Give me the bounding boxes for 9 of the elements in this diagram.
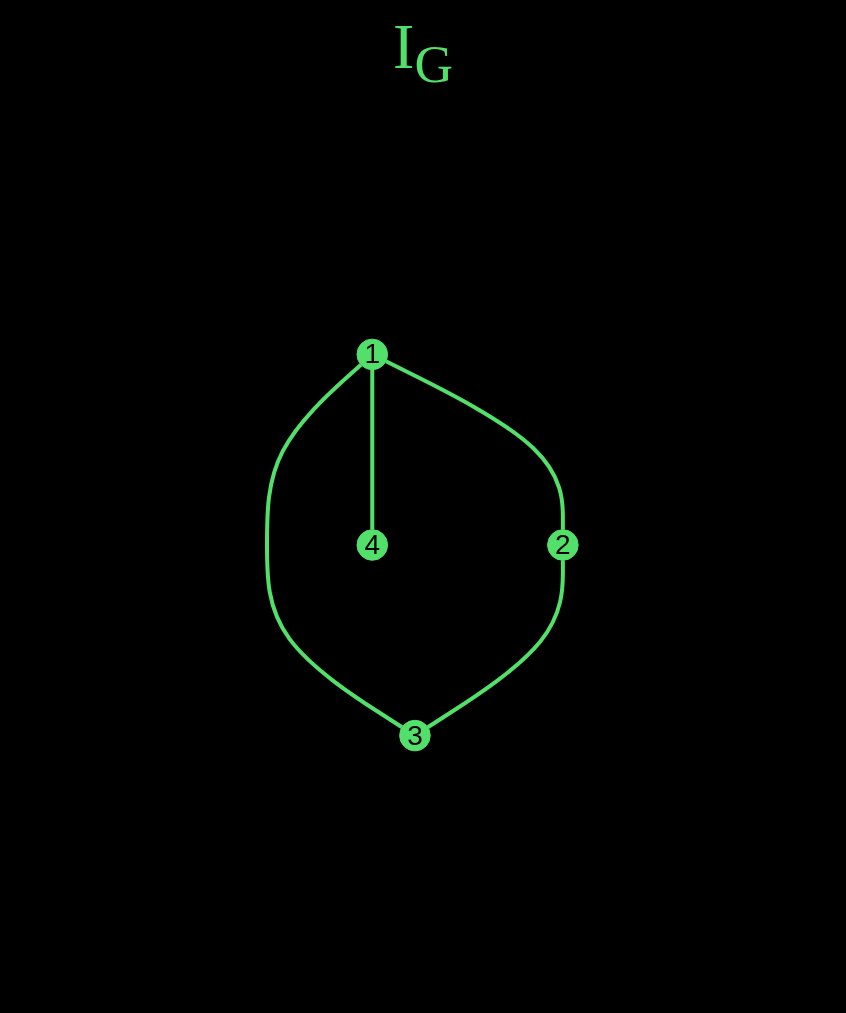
node-circle: 3	[399, 719, 432, 752]
connector	[385, 359, 566, 530]
connector	[370, 369, 375, 530]
connector	[427, 560, 566, 729]
connector	[265, 363, 404, 729]
node-circle: 2	[547, 529, 580, 561]
node-circle: 4	[356, 529, 389, 561]
graph-title: I$_{G}$	[392, 10, 454, 95]
node-circle: 1	[356, 338, 389, 370]
